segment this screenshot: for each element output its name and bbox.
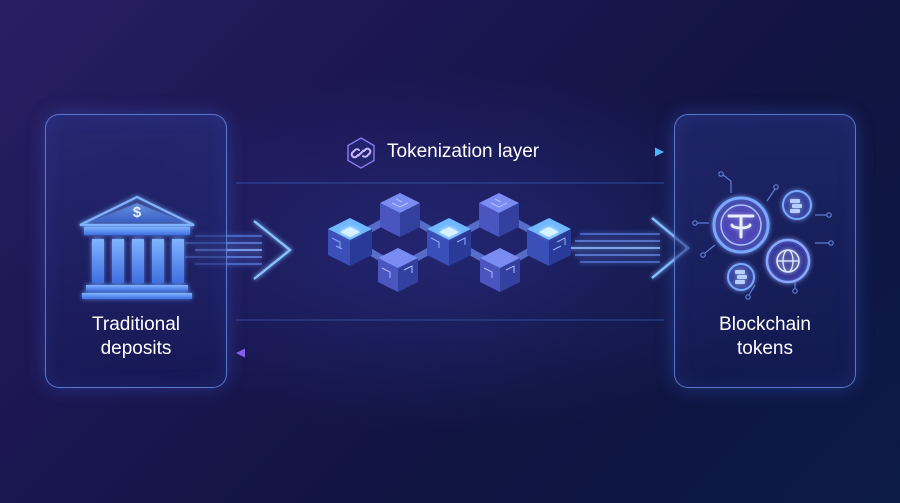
forward-flow-line xyxy=(236,147,664,157)
block-cube xyxy=(378,248,418,292)
traditional-deposits-label: Traditional deposits xyxy=(91,314,180,359)
block-cube xyxy=(480,248,520,292)
return-flow-line xyxy=(236,348,664,358)
blockchain-network xyxy=(328,193,571,292)
chain-link-icon xyxy=(347,137,375,169)
block-cube xyxy=(328,218,372,266)
block-cube xyxy=(380,193,420,237)
traditional-deposits-panel: $ Traditional deposits xyxy=(45,114,227,388)
right-flow-arrow xyxy=(568,217,690,279)
tokenization-band xyxy=(236,182,664,321)
tokenization-layer-label: Tokenization layer xyxy=(387,141,540,162)
blockchain-tokens-label: Blockchain tokens xyxy=(719,314,811,359)
blockchain-tokens-panel: Blockchain tokens xyxy=(674,114,856,388)
block-cube xyxy=(427,218,471,266)
crypto-coins-icon xyxy=(692,171,834,300)
bank-building-icon xyxy=(79,195,195,299)
block-cube xyxy=(527,218,571,266)
bank-dollar-symbol: $ xyxy=(132,204,142,221)
block-cube xyxy=(479,193,519,237)
